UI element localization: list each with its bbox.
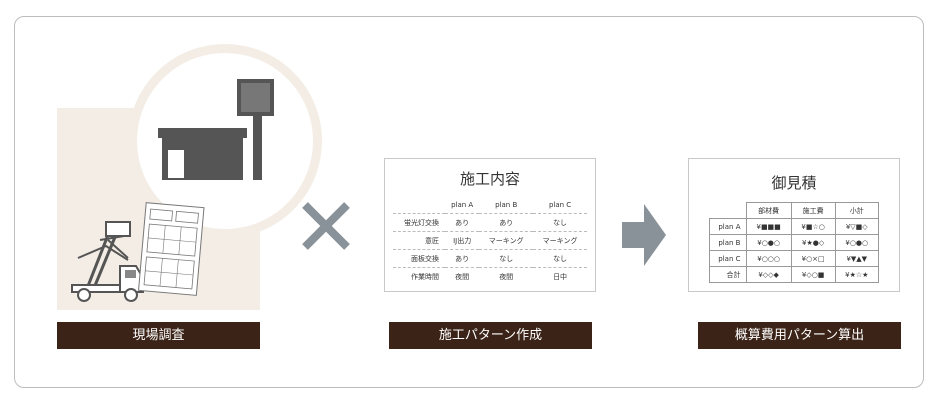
plan-table-col-header: plan B — [479, 196, 534, 214]
plan-table-row: 面板交換 あり なし なし — [393, 249, 587, 268]
plan-table-cell: あり — [445, 249, 480, 268]
plan-table-corner — [393, 196, 445, 214]
estimate-table-cell: ¥◇○■ — [790, 266, 836, 283]
estimate-table-cell: ¥■☆○ — [790, 218, 836, 235]
plan-table: plan A plan B plan C 蛍光灯交換 あり あり なし 意匠 I… — [393, 196, 587, 285]
diagram-frame — [14, 16, 924, 388]
estimate-table: 部材費 施工費 小計 plan A ¥■■■ ¥■☆○ ¥▽■◇ plan B … — [709, 202, 880, 283]
estimate-doc-title: 御見積 — [771, 174, 817, 192]
multiply-icon — [302, 202, 350, 250]
plan-table-col-header: plan A — [445, 196, 480, 214]
plan-row-label: 蛍光灯交換 — [393, 213, 445, 232]
estimate-table-cell: ¥◇◇◆ — [745, 266, 792, 283]
estimate-row-label: plan C — [709, 250, 747, 267]
step-label-plan-creation: 施工パターン作成 — [389, 322, 592, 349]
estimate-table-cell: ¥○×□ — [790, 250, 836, 267]
plan-table-cell: あり — [445, 213, 480, 232]
plan-table-cell: 夜間 — [455, 272, 470, 281]
estimate-row-label: plan B — [709, 234, 747, 251]
storefront-circle — [128, 44, 322, 238]
step-label-cost-estimate: 概算費用パターン算出 — [698, 322, 901, 349]
plan-table-cell: あり — [479, 213, 534, 232]
plan-table-cell: 夜間 — [499, 272, 514, 281]
estimate-table-col-header: 部材費 — [745, 202, 792, 219]
estimate-table-cell: ¥★☆★ — [834, 266, 880, 283]
estimate-table-row: 合計 ¥◇◇◆ ¥◇○■ ¥★☆★ — [709, 266, 880, 283]
estimate-table-cell: ¥▽■◇ — [834, 218, 880, 235]
estimate-table-row: plan B ¥○●○ ¥★●◇ ¥○●○ — [709, 234, 880, 251]
plan-table-cell: IJ出力 — [445, 231, 480, 250]
estimate-table-row: plan A ¥■■■ ¥■☆○ ¥▽■◇ — [709, 218, 880, 235]
estimate-table-corner — [709, 202, 747, 219]
plan-table-cell: マーキング — [533, 231, 587, 250]
estimate-table-row: plan C ¥○○○ ¥○×□ ¥▼▲▼ — [709, 250, 880, 267]
plan-row-label: 面板交換 — [393, 249, 445, 268]
estimate-table-header-row: 部材費 施工費 小計 — [709, 202, 880, 219]
estimate-table-cell: ¥○○○ — [745, 250, 792, 267]
plan-row-label: 意匠 — [393, 231, 445, 250]
estimate-table-cell: ¥★●◇ — [790, 234, 836, 251]
estimate-table-col-header: 施工費 — [790, 202, 836, 219]
plan-row-label: 作業時間 — [411, 272, 439, 281]
estimate-table-cell: ¥■■■ — [745, 218, 792, 235]
plan-table-cell: マーキング — [479, 231, 534, 250]
plan-table-cell: 日中 — [553, 272, 568, 281]
plan-table-cell: なし — [533, 249, 587, 268]
estimate-row-label: 合計 — [709, 266, 747, 283]
plan-table-cell: なし — [533, 213, 587, 232]
estimate-document: 御見積 部材費 施工費 小計 plan A ¥■■■ ¥■☆○ ¥▽■◇ pla… — [688, 158, 900, 292]
estimate-table-col-header: 小計 — [834, 202, 880, 219]
step-label-site-survey: 現場調査 — [57, 322, 260, 349]
estimate-table-cell: ¥○●○ — [834, 234, 880, 251]
plan-table-row: 意匠 IJ出力 マーキング マーキング — [393, 231, 587, 250]
plan-doc-title: 施工内容 — [459, 170, 520, 188]
estimate-row-label: plan A — [709, 218, 747, 235]
plan-table-col-header: plan C — [533, 196, 587, 214]
plan-table-row: 蛍光灯交換 あり あり なし — [393, 213, 587, 232]
right-arrow-icon — [622, 204, 666, 266]
plan-table-cell: なし — [479, 249, 534, 268]
construction-plan-document: 施工内容 plan A plan B plan C 蛍光灯交換 あり あり なし… — [384, 158, 596, 292]
plan-table-row: 作業時間 夜間 夜間 日中 — [393, 268, 587, 286]
plan-table-header-row: plan A plan B plan C — [393, 196, 587, 214]
estimate-table-cell: ¥○●○ — [745, 234, 792, 251]
estimate-table-cell: ¥▼▲▼ — [834, 250, 880, 267]
